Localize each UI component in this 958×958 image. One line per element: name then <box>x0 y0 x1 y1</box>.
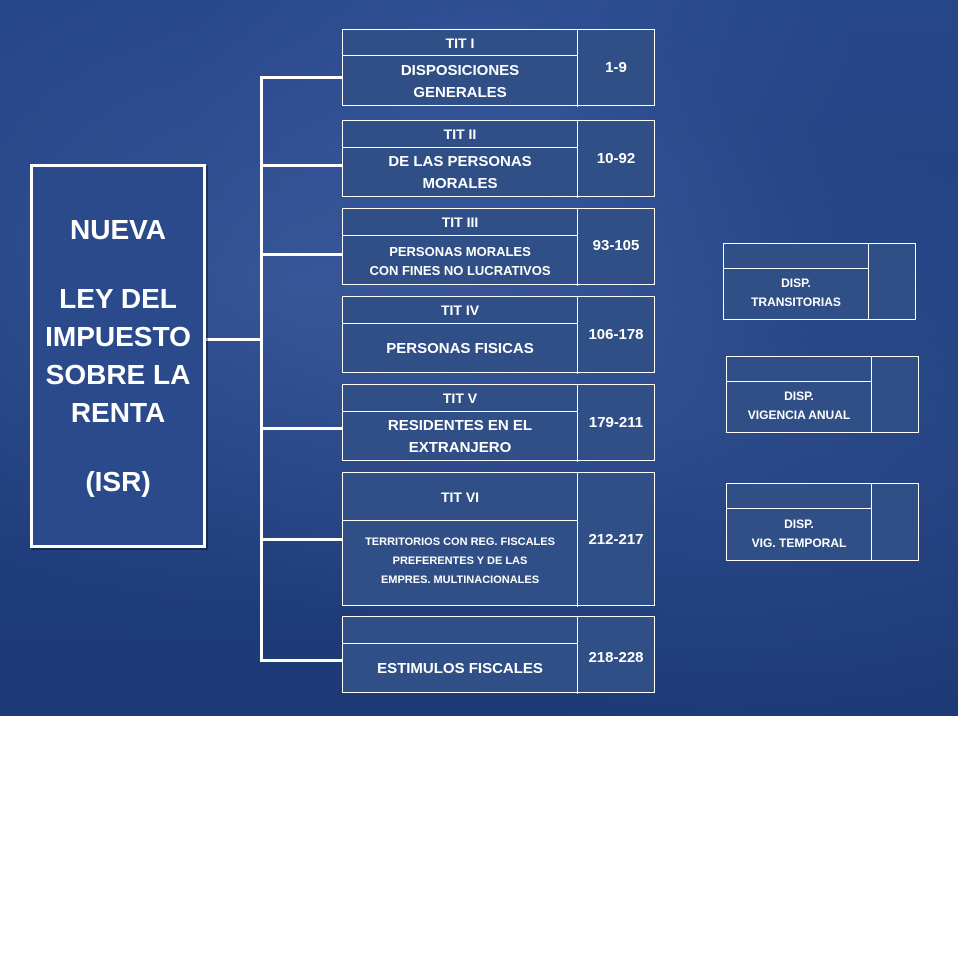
title-header <box>343 617 578 644</box>
connector-branch-1 <box>260 76 342 79</box>
connector-branch-5 <box>260 427 342 430</box>
connector-main <box>206 338 262 341</box>
law-title-line: NUEVA <box>70 214 166 245</box>
title-box-6: TIT VI TERRITORIOS CON REG. FISCALES PRE… <box>342 472 655 607</box>
title-box-4: TIT IV PERSONAS FISICAS 106-178 <box>342 296 655 374</box>
title-name: PERSONAS FISICAS <box>343 324 578 374</box>
law-title-line: RENTA <box>70 397 166 428</box>
title-box-2: TIT II DE LAS PERSONAS MORALES 10-92 <box>342 120 655 198</box>
title-header: TIT III <box>343 209 578 236</box>
title-box-1: TIT I DISPOSICIONES GENERALES 1-9 <box>342 29 655 107</box>
article-range: 10-92 <box>596 150 636 167</box>
connector-trunk <box>260 76 263 662</box>
article-range: 179-211 <box>588 414 644 431</box>
law-title-line: SOBRE LA <box>45 359 191 390</box>
law-title-line: IMPUESTO <box>45 321 191 352</box>
connector-branch-2 <box>260 164 342 167</box>
connector-branch-6 <box>260 538 342 541</box>
slide-background: NUEVA LEY DEL IMPUESTO SOBRE LA RENTA (I… <box>0 0 958 716</box>
side-box-vigencia-anual: DISP. VIGENCIA ANUAL <box>726 356 919 433</box>
title-header: TIT II <box>343 121 578 148</box>
law-acronym: (ISR) <box>85 466 151 497</box>
side-box-text: DISP. VIGENCIA ANUAL <box>727 380 872 432</box>
title-name: RESIDENTES EN EL EXTRANJERO <box>343 412 578 462</box>
title-name: ESTIMULOS FISCALES <box>343 644 578 694</box>
title-box-3: TIT III PERSONAS MORALES CON FINES NO LU… <box>342 208 655 286</box>
law-title-line: LEY DEL <box>59 283 177 314</box>
title-box-5: TIT V RESIDENTES EN EL EXTRANJERO 179-21… <box>342 384 655 462</box>
title-name: TERRITORIOS CON REG. FISCALES PREFERENTE… <box>343 521 578 607</box>
title-header: TIT V <box>343 385 578 412</box>
title-name: DE LAS PERSONAS MORALES <box>343 148 578 198</box>
side-box-transitorias: DISP. TRANSITORIAS <box>723 243 916 320</box>
side-box-text: DISP. VIG. TEMPORAL <box>727 507 872 560</box>
title-header: TIT IV <box>343 297 578 324</box>
title-header: TIT I <box>343 30 578 56</box>
article-range: 106-178 <box>588 326 644 343</box>
article-range: 218-228 <box>588 649 644 666</box>
side-box-text: DISP. TRANSITORIAS <box>724 267 869 319</box>
connector-branch-3 <box>260 253 342 256</box>
article-range: 93-105 <box>592 237 640 254</box>
title-header: TIT VI <box>343 473 578 521</box>
title-name: DISPOSICIONES GENERALES <box>343 56 578 107</box>
article-range: 1-9 <box>605 59 627 76</box>
article-range: 212-217 <box>588 530 644 548</box>
connector-branch-7 <box>260 659 342 662</box>
title-name: PERSONAS MORALES CON FINES NO LUCRATIVOS <box>343 236 578 286</box>
law-title-box: NUEVA LEY DEL IMPUESTO SOBRE LA RENTA (I… <box>30 164 206 548</box>
title-box-7: ESTIMULOS FISCALES 218-228 <box>342 616 655 694</box>
side-box-vig-temporal: DISP. VIG. TEMPORAL <box>726 483 919 561</box>
